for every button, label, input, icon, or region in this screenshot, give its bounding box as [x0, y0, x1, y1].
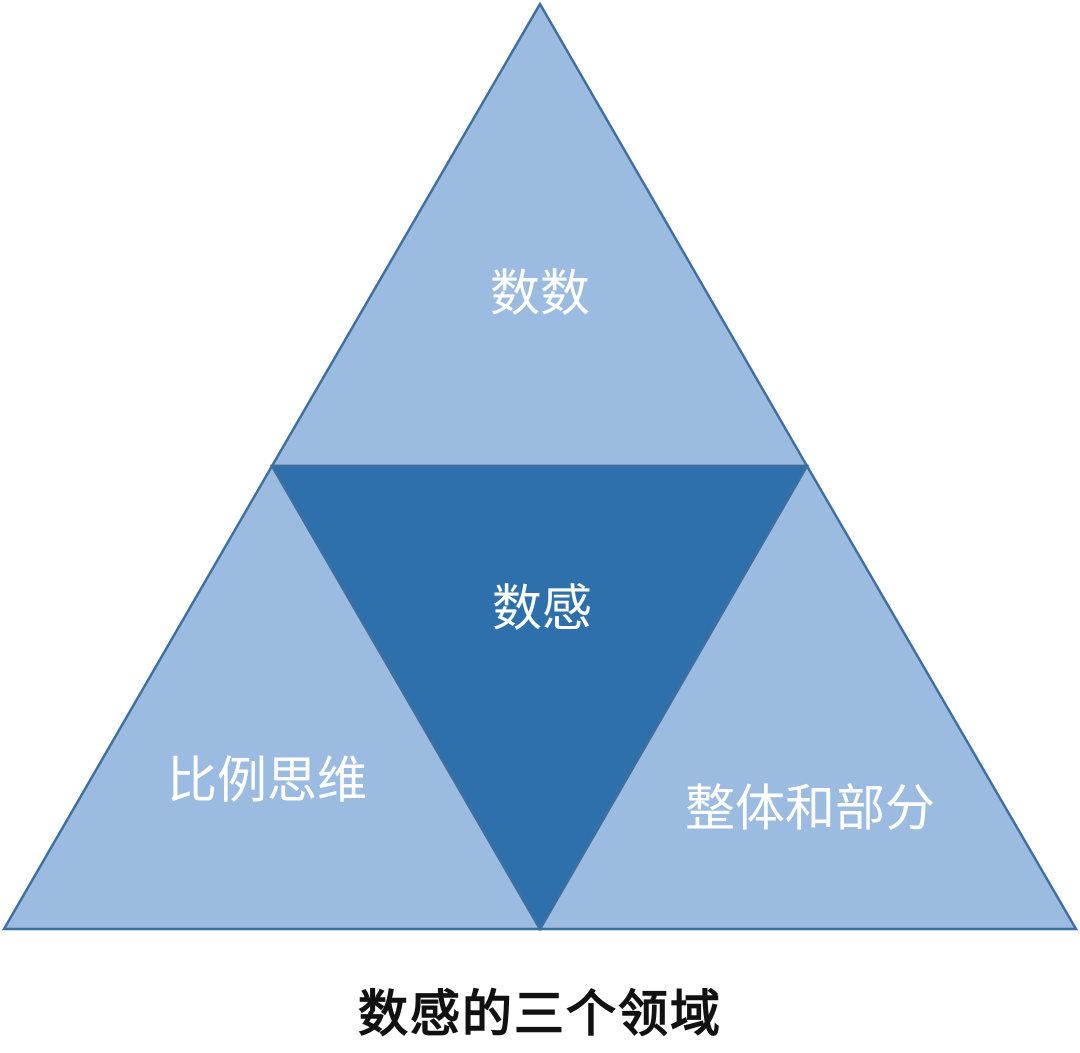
number-sense-triangle-diagram: 数数 数感 比例思维 整体和部分: [1, 1, 1079, 932]
center-triangle: [269, 464, 810, 932]
left-label: 比例思维: [167, 752, 367, 810]
diagram-caption: 数感的三个领域: [358, 985, 722, 1043]
top-label: 数数: [490, 265, 590, 323]
center-label: 数感: [492, 580, 592, 638]
right-label: 整体和部分: [685, 780, 935, 838]
top-triangle: [269, 1, 810, 468]
